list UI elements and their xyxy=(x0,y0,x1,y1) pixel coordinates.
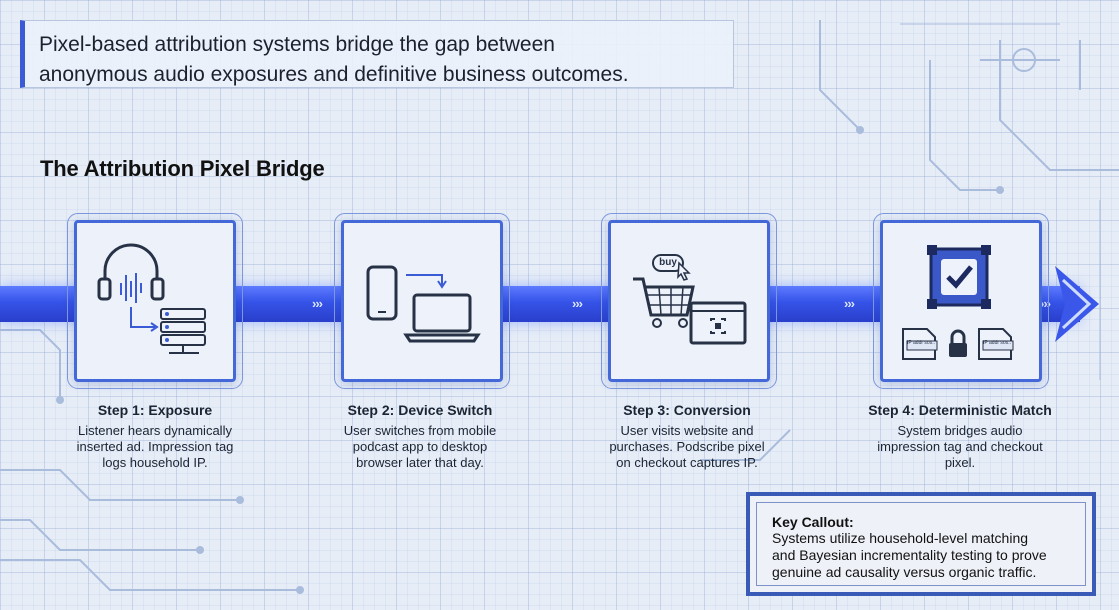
step-4-card: IP addr sos.. IP addr sos.. xyxy=(873,213,1049,389)
buy-tag: buy xyxy=(659,257,677,268)
step-2-description: User switches from mobile podcast app to… xyxy=(320,423,520,471)
step-3-title: Step 3: Conversion xyxy=(623,402,751,418)
flow-chevron-icon: ››› xyxy=(844,296,855,311)
callout-inner-frame xyxy=(756,502,1086,586)
step-1-desc-line: Listener hears dynamically xyxy=(78,423,232,438)
flow-chevron-icon: ››› xyxy=(572,296,583,311)
step-1-desc-line: inserted ad. Impression tag xyxy=(76,439,234,454)
step-4-desc-line: System bridges audio xyxy=(897,423,1023,438)
step-2-desc-line: podcast app to desktop xyxy=(352,439,488,454)
step-3-desc-line: User visits website and xyxy=(620,423,754,438)
step-3-card: buy xyxy=(601,213,777,389)
header-banner: Pixel-based attribution systems bridge t… xyxy=(20,20,734,88)
step-2-title: Step 2: Device Switch xyxy=(347,402,493,418)
step-3-desc-line: on checkout captures IP. xyxy=(616,455,758,470)
key-callout-box: Key Callout: Systems utilize household-l… xyxy=(746,492,1096,596)
header-line-1: Pixel-based attribution systems bridge t… xyxy=(39,33,555,56)
document-label: IP addr sos.. xyxy=(983,340,1011,346)
callout-line: and Bayesian incrementality testing to p… xyxy=(772,547,1047,563)
header-line-2: anonymous audio exposures and definitive… xyxy=(39,63,629,86)
callout-title: Key Callout: xyxy=(772,514,854,530)
headphones-icon xyxy=(97,243,165,332)
step-2-desc-line: User switches from mobile xyxy=(343,423,497,438)
diagram-title: The Attribution Pixel Bridge xyxy=(40,156,325,181)
flow-arrow-head-icon xyxy=(1055,266,1099,342)
step-4-title: Step 4: Deterministic Match xyxy=(868,402,1052,418)
step-1-description: Listener hears dynamically inserted ad. … xyxy=(55,423,255,471)
shopping-cart-icon xyxy=(633,254,695,328)
step-1-desc-line: logs household IP. xyxy=(102,455,208,470)
step-1-card xyxy=(67,213,243,389)
step-4-desc-line: impression tag and checkout xyxy=(877,439,1043,454)
flow-chevron-icon: ››› xyxy=(312,296,323,311)
step-1-title: Step 1: Exposure xyxy=(97,402,213,418)
smartphone-icon xyxy=(366,265,447,321)
callout-line: Systems utilize household-level matching xyxy=(772,530,1029,546)
step-4-description: System bridges audio impression tag and … xyxy=(860,423,1060,471)
step-2-card xyxy=(334,213,510,389)
step-3-desc-line: purchases. Podscribe pixel xyxy=(609,439,765,454)
step-3-description: User visits website and purchases. Podsc… xyxy=(587,423,787,471)
step-2-desc-line: browser later that day. xyxy=(356,455,484,470)
checkmark-icon xyxy=(927,245,991,309)
callout-line: genuine ad causality versus organic traf… xyxy=(772,564,1037,580)
step-4-desc-line: pixel. xyxy=(944,455,976,470)
flow-chevron-icon: ››› xyxy=(1040,296,1051,311)
document-label: IP addr sos.. xyxy=(907,340,935,346)
